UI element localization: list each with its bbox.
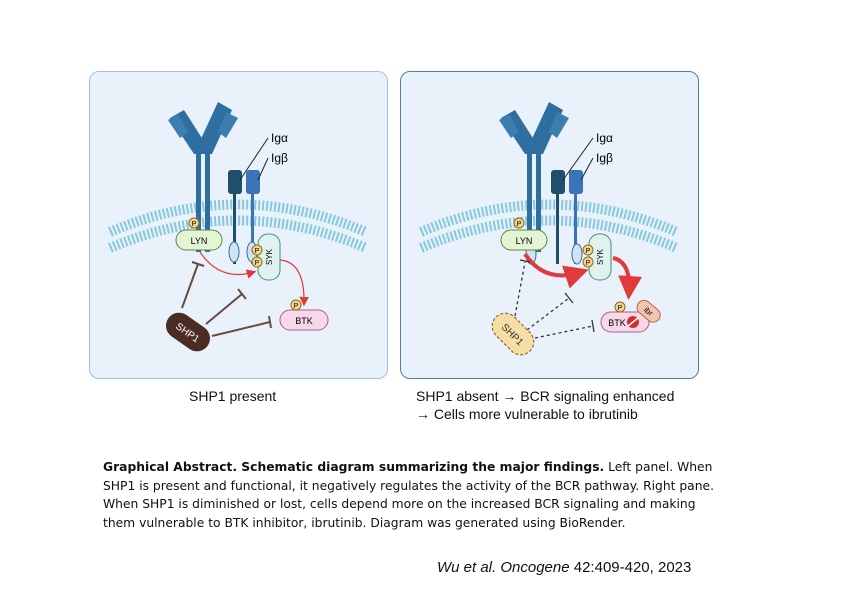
right-panel: Igα Igβ LYN P SYK P P BTK P ibr [400,71,699,379]
svg-text:P: P [294,303,299,310]
igb-chain [246,170,260,194]
bcr-receptor [168,102,238,252]
right-caption-line-2: → Cells more vulnerable to ibrutinib [416,406,638,422]
shp1-inhibition-lines [181,261,272,337]
svg-text:LYN: LYN [516,236,533,246]
left-panel-caption: SHP1 present [189,388,277,404]
svg-text:BTK: BTK [608,318,626,328]
citation: Wu et al. Oncogene 42:409-420, 2023 [437,559,691,576]
lyn-to-syk-arrow [199,251,257,279]
citation-journal: Wu et al. Oncogene [437,559,570,576]
right-caption-line-1: SHP1 absent → BCR signaling enhanced [416,388,675,404]
igb-label: Igβ [596,151,613,165]
lyn-phospho [188,217,200,229]
iga-chain [551,170,565,194]
graphical-abstract-text: Graphical Abstract. Schematic diagram su… [103,458,723,532]
igb-chain [569,170,583,194]
shp1-lost-inhibition-lines [514,261,594,339]
lyn-node [500,229,548,251]
syk-to-btk-arrow [612,256,643,300]
lyn-node [175,229,223,251]
syk-to-btk-arrow [279,259,309,307]
svg-text:SYK: SYK [265,248,274,265]
svg-text:SYK: SYK [596,248,605,265]
svg-text:P: P [618,305,623,312]
svg-text:P: P [255,248,260,255]
ibrutinib-node [636,299,661,323]
shp1-node [165,312,211,352]
svg-text:P: P [586,260,591,267]
svg-text:LYN: LYN [191,236,208,246]
right-panel-caption: SHP1 absent → BCR signaling enhanced → C… [416,387,674,423]
svg-text:P: P [517,221,522,228]
right-pathway-diagram: Igα Igβ LYN P SYK P P BTK P ibr [419,102,679,356]
btk-node [600,311,650,333]
svg-text:P: P [192,221,197,228]
abstract-heading: Graphical Abstract. Schematic diagram su… [103,460,605,474]
svg-text:BTK: BTK [295,316,313,326]
citation-ref: 42:409-420, 2023 [569,559,692,576]
iga-label: Igα [596,131,613,145]
svg-text:P: P [255,260,260,267]
iga-chain [228,170,242,194]
shp1-node [491,312,535,356]
lyn-to-syk-arrow [523,252,589,289]
svg-text:P: P [586,248,591,255]
left-pathway-diagram: Igα Igβ LYN P SYK P P BTK P [108,102,368,352]
igb-label: Igβ [271,151,288,165]
btk-node [279,309,329,331]
abstract-body: Left panel. When SHP1 is present and fun… [103,460,714,530]
left-panel: Igα Igβ LYN P SYK P P BTK P [89,71,388,379]
bcr-receptor [499,102,569,252]
iga-label: Igα [271,131,288,145]
cell-membrane [419,199,679,237]
cell-membrane [108,199,368,237]
